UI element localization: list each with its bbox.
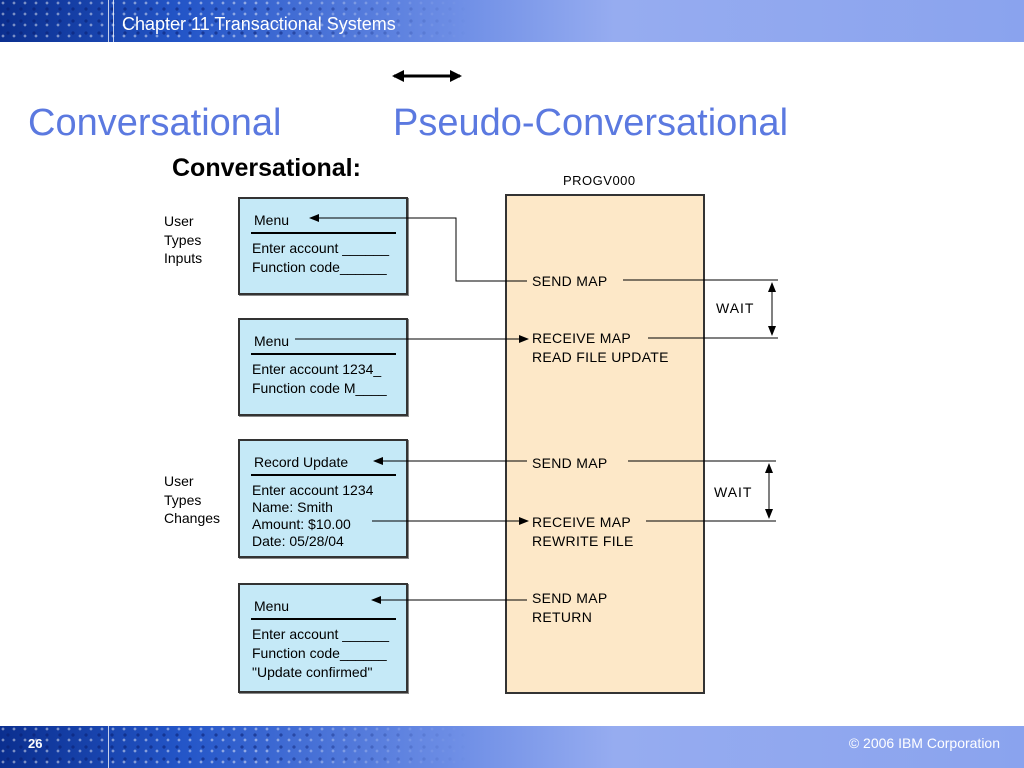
screen-line: Amount: $10.00	[252, 516, 351, 532]
header-band	[0, 0, 1024, 42]
wait-bracket-2	[628, 460, 776, 522]
header-divider	[108, 0, 109, 42]
header-divider	[113, 0, 114, 42]
screen-line: "Update confirmed"	[252, 664, 373, 680]
terminal-screen-menu-1: Menu Enter account ______ Function code_…	[238, 197, 408, 295]
screen-body: Enter account 1234_ Function code M____	[252, 360, 387, 398]
screen-body: Enter account ______ Function code______…	[252, 625, 389, 682]
label-user-types-inputs: User Types Inputs	[164, 213, 203, 266]
screen-line: Enter account 1234_	[252, 361, 382, 377]
screen-header: Record Update	[254, 454, 349, 470]
header-texture	[0, 0, 470, 42]
page-number: 26	[28, 736, 43, 751]
screen-rule	[251, 353, 396, 355]
footer-divider	[108, 726, 109, 768]
op-return: RETURN	[532, 609, 593, 625]
wait-label-2: WAIT	[714, 484, 753, 500]
double-arrow-icon	[392, 70, 462, 82]
op-send-map-1: SEND MAP	[532, 273, 608, 289]
chapter-title: Chapter 11 Transactional Systems	[122, 14, 396, 34]
title-pseudo-conversational: Pseudo-Conversational	[393, 102, 789, 144]
screen-body: Enter account 1234 Name: Smith Amount: $…	[252, 482, 373, 550]
op-receive-map-2: RECEIVE MAP	[532, 514, 631, 530]
screen-line: Function code______	[252, 259, 387, 275]
wait-label-1: WAIT	[716, 300, 755, 316]
screen-line: Enter account ______	[252, 240, 389, 256]
copyright: © 2006 IBM Corporation	[848, 735, 1000, 751]
terminal-screen-menu-2: Menu Enter account 1234_ Function code M…	[238, 318, 408, 416]
screen-rule	[251, 232, 396, 234]
op-send-map-3: SEND MAP	[532, 590, 608, 606]
op-receive-map-1: RECEIVE MAP	[532, 330, 631, 346]
screen-rule	[251, 618, 396, 620]
wait-bracket-1	[623, 279, 778, 339]
title-conversational: Conversational	[28, 102, 282, 144]
screen-line: Enter account ______	[252, 626, 389, 642]
screen-header: Menu	[254, 333, 290, 349]
screen-line: Enter account 1234	[252, 482, 374, 498]
terminal-screen-record-update: Record Update Enter account 1234 Name: S…	[238, 439, 408, 558]
diagram-subtitle: Conversational:	[172, 154, 361, 182]
op-rewrite-file: REWRITE FILE	[532, 533, 634, 549]
screen-line: Date: 05/28/04	[252, 533, 344, 549]
program-box	[505, 194, 705, 694]
screen-rule	[251, 474, 396, 476]
footer-band	[0, 726, 1024, 768]
screen-header: Menu	[254, 212, 290, 228]
arrow-send-map-1	[309, 214, 527, 282]
label-user-types-changes: User Types Changes	[164, 473, 221, 526]
footer-texture	[0, 726, 470, 768]
screen-line: Function code______	[252, 645, 387, 661]
screen-line: Name: Smith	[252, 499, 333, 515]
op-read-file-update: READ FILE UPDATE	[532, 349, 669, 365]
screen-body: Enter account ______ Function code______	[252, 239, 389, 277]
screen-header: Menu	[254, 598, 290, 614]
screen-line: Function code M____	[252, 380, 387, 396]
op-send-map-2: SEND MAP	[532, 455, 608, 471]
program-name: PROGV000	[563, 173, 636, 188]
